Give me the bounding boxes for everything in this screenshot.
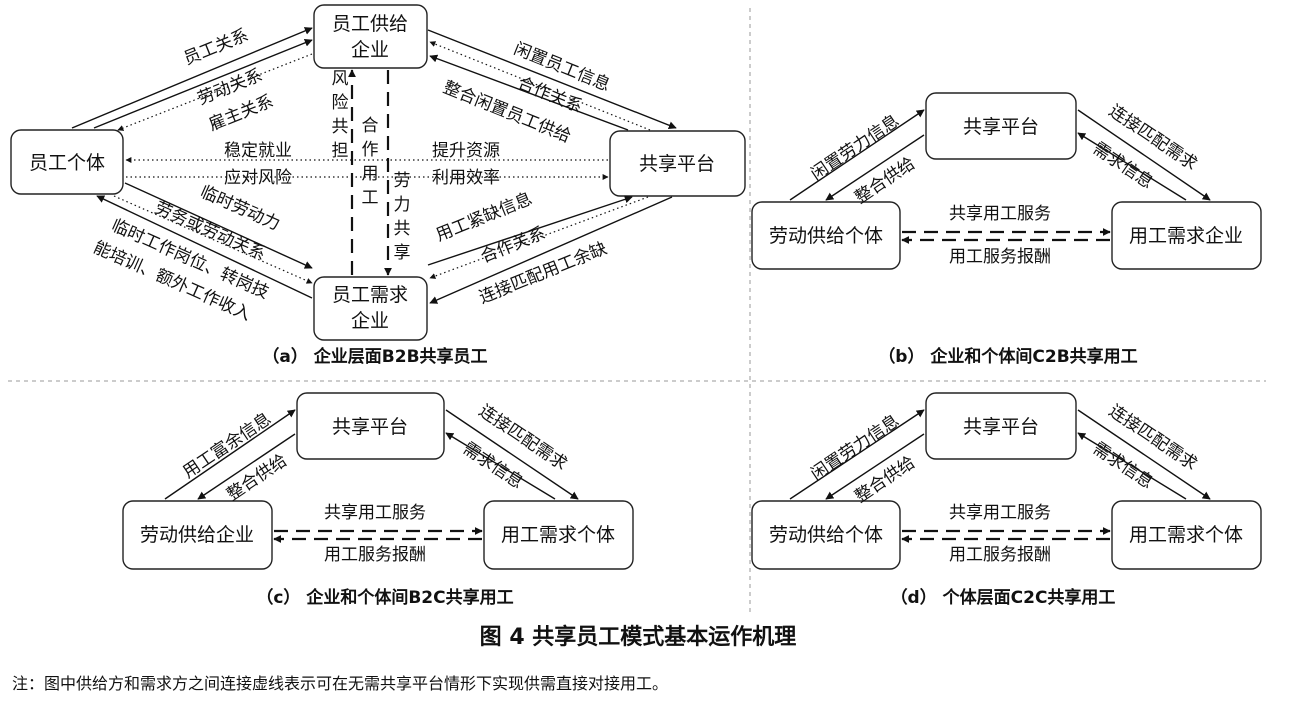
edge-sup-plat-2 — [429, 41, 651, 131]
edge-ind-sup-3 — [117, 53, 313, 131]
panel-d: 共享平台 劳动供给个体 用工需求个体 闲置劳力信息 整合供给 连接匹配需求 需求… — [751, 392, 1262, 608]
node-left-b-label: 劳动供给个体 — [769, 225, 883, 247]
node-supply-enterprise: 员工供给 企业 — [313, 4, 428, 69]
node-supply-line1: 员工供给 — [332, 13, 408, 35]
edge-b-right-down — [1077, 109, 1211, 201]
edge-d-right-down — [1077, 409, 1211, 500]
figure-title: 图 4 共享员工模式基本运作机理 — [480, 624, 797, 650]
edge-c-right-up — [445, 432, 556, 500]
node-right-d — [1111, 500, 1262, 570]
label-utilization-efficiency: 利用效率 — [432, 168, 500, 188]
edge-ind-sup-2 — [93, 38, 313, 129]
node-platform-label: 共享平台 — [639, 153, 715, 175]
node-individual: 员工个体 — [10, 129, 124, 195]
node-platform: 共享平台 — [609, 130, 746, 197]
label-d-service-payment: 用工服务报酬 — [949, 545, 1051, 565]
label-risk-sharing: 风 险 共 担 — [332, 69, 349, 161]
node-demand-line1: 员工需求 — [332, 284, 408, 306]
node-individual-label: 员工个体 — [29, 152, 105, 174]
caption-d: （d） 个体层面C2C共享用工 — [891, 587, 1116, 608]
node-demand-enterprise: 员工需求 企业 — [313, 276, 428, 341]
caption-a: （a） 企业层面B2B共享员工 — [262, 346, 487, 367]
edge-b-left-down — [825, 134, 925, 201]
label-employee-relation: 员工关系 — [181, 25, 252, 69]
edge-b-right-up — [1077, 132, 1187, 201]
caption-c: （c） 企业和个体间B2C共享用工 — [256, 587, 513, 608]
edge-b-left-up — [789, 109, 925, 201]
label-d-right-up: 需求信息 — [1089, 439, 1157, 494]
node-left-c — [122, 500, 273, 570]
node-platform-c — [296, 392, 445, 460]
label-b-service-payment: 用工服务报酬 — [949, 247, 1051, 267]
label-c-right-up: 需求信息 — [459, 439, 527, 494]
edge-d-left-down — [825, 433, 925, 500]
node-left-d — [751, 500, 901, 570]
label-risk-sharing-char: 共 — [332, 117, 349, 137]
edge-c-left-up — [164, 409, 296, 500]
edge-dem-plat-3 — [429, 196, 673, 304]
label-c-shared-service: 共享用工服务 — [324, 503, 426, 523]
edge-ind-sup-1 — [71, 27, 313, 129]
node-left-d-label: 劳动供给个体 — [769, 524, 883, 546]
label-d-shared-service: 共享用工服务 — [949, 503, 1051, 523]
label-b-left-down: 整合供给 — [851, 154, 919, 209]
node-right-c — [483, 500, 634, 570]
node-platform-d-label: 共享平台 — [963, 416, 1039, 438]
edge-c-right-down — [445, 409, 579, 500]
node-platform-c-label: 共享平台 — [332, 416, 408, 438]
label-coop-char: 工 — [362, 188, 379, 208]
label-b-shared-service: 共享用工服务 — [949, 204, 1051, 224]
label-improve-resource: 提升资源 — [432, 141, 500, 161]
node-supply-line2: 企业 — [351, 39, 389, 61]
edge-dem-plat-2 — [429, 196, 649, 279]
node-right-b — [1111, 201, 1262, 270]
label-cooperative-employment: 合 作 用 工 — [362, 116, 379, 208]
edge-ind-dem-1 — [124, 182, 313, 269]
edge-ind-dem-2 — [113, 195, 313, 284]
edge-d-right-up — [1077, 432, 1187, 500]
node-platform-b — [925, 92, 1077, 160]
caption-b: （b） 企业和个体间C2B共享用工 — [878, 346, 1137, 367]
node-platform-b-label: 共享平台 — [963, 116, 1039, 138]
label-risk-sharing-char: 风 — [332, 69, 349, 89]
node-left-c-label: 劳动供给企业 — [140, 524, 254, 546]
label-coop-char: 用 — [362, 164, 379, 184]
label-cooperation-bottom: 合作关系 — [478, 223, 549, 267]
panel-b: 共享平台 劳动供给个体 用工需求企业 闲置劳力信息 整合供给 连接匹配需求 需求… — [751, 92, 1262, 367]
label-labor-sharing-char: 力 — [394, 195, 411, 215]
edge-ind-dem-3 — [96, 195, 313, 299]
node-right-d-label: 用工需求个体 — [1129, 524, 1243, 546]
edge-d-left-up — [789, 409, 925, 500]
node-demand-line2: 企业 — [351, 310, 389, 332]
panel-c: 共享平台 劳动供给企业 用工需求个体 用工富余信息 整合供给 连接匹配需求 需求… — [122, 392, 634, 608]
label-coop-char: 合 — [362, 116, 379, 136]
label-risk-sharing-char: 险 — [332, 93, 349, 113]
label-b-right-up: 需求信息 — [1089, 139, 1157, 194]
label-d-left-down: 整合供给 — [851, 453, 919, 508]
label-labor-sharing-char: 劳 — [394, 171, 411, 191]
node-right-c-label: 用工需求个体 — [501, 524, 615, 546]
edge-c-left-down — [197, 433, 296, 500]
label-stable-employment: 稳定就业 — [224, 141, 292, 161]
label-labor-sharing-char: 共 — [394, 219, 411, 239]
edge-sup-plat-3 — [429, 54, 629, 131]
label-cope-risk: 应对风险 — [224, 168, 292, 188]
label-coop-char: 作 — [362, 140, 379, 160]
label-labor-sharing-char: 享 — [394, 243, 411, 263]
edge-sup-plat-1 — [427, 29, 677, 130]
label-labor-sharing: 劳 力 共 享 — [394, 171, 411, 263]
label-risk-sharing-char: 担 — [332, 141, 349, 161]
figure-note: 注：图中供给方和需求方之间连接虚线表示可在无需共享平台情形下实现供需直接对接用工… — [12, 674, 668, 693]
edge-dem-plat-1 — [427, 195, 633, 266]
node-right-b-label: 用工需求企业 — [1129, 225, 1243, 247]
node-left-b — [751, 201, 901, 270]
node-platform-d — [925, 392, 1077, 460]
panel-a: 员工供给 企业 员工个体 共享平台 员工需求 企业 员工关系 劳动关系 雇主关系… — [10, 4, 746, 367]
label-c-service-payment: 用工服务报酬 — [324, 545, 426, 565]
